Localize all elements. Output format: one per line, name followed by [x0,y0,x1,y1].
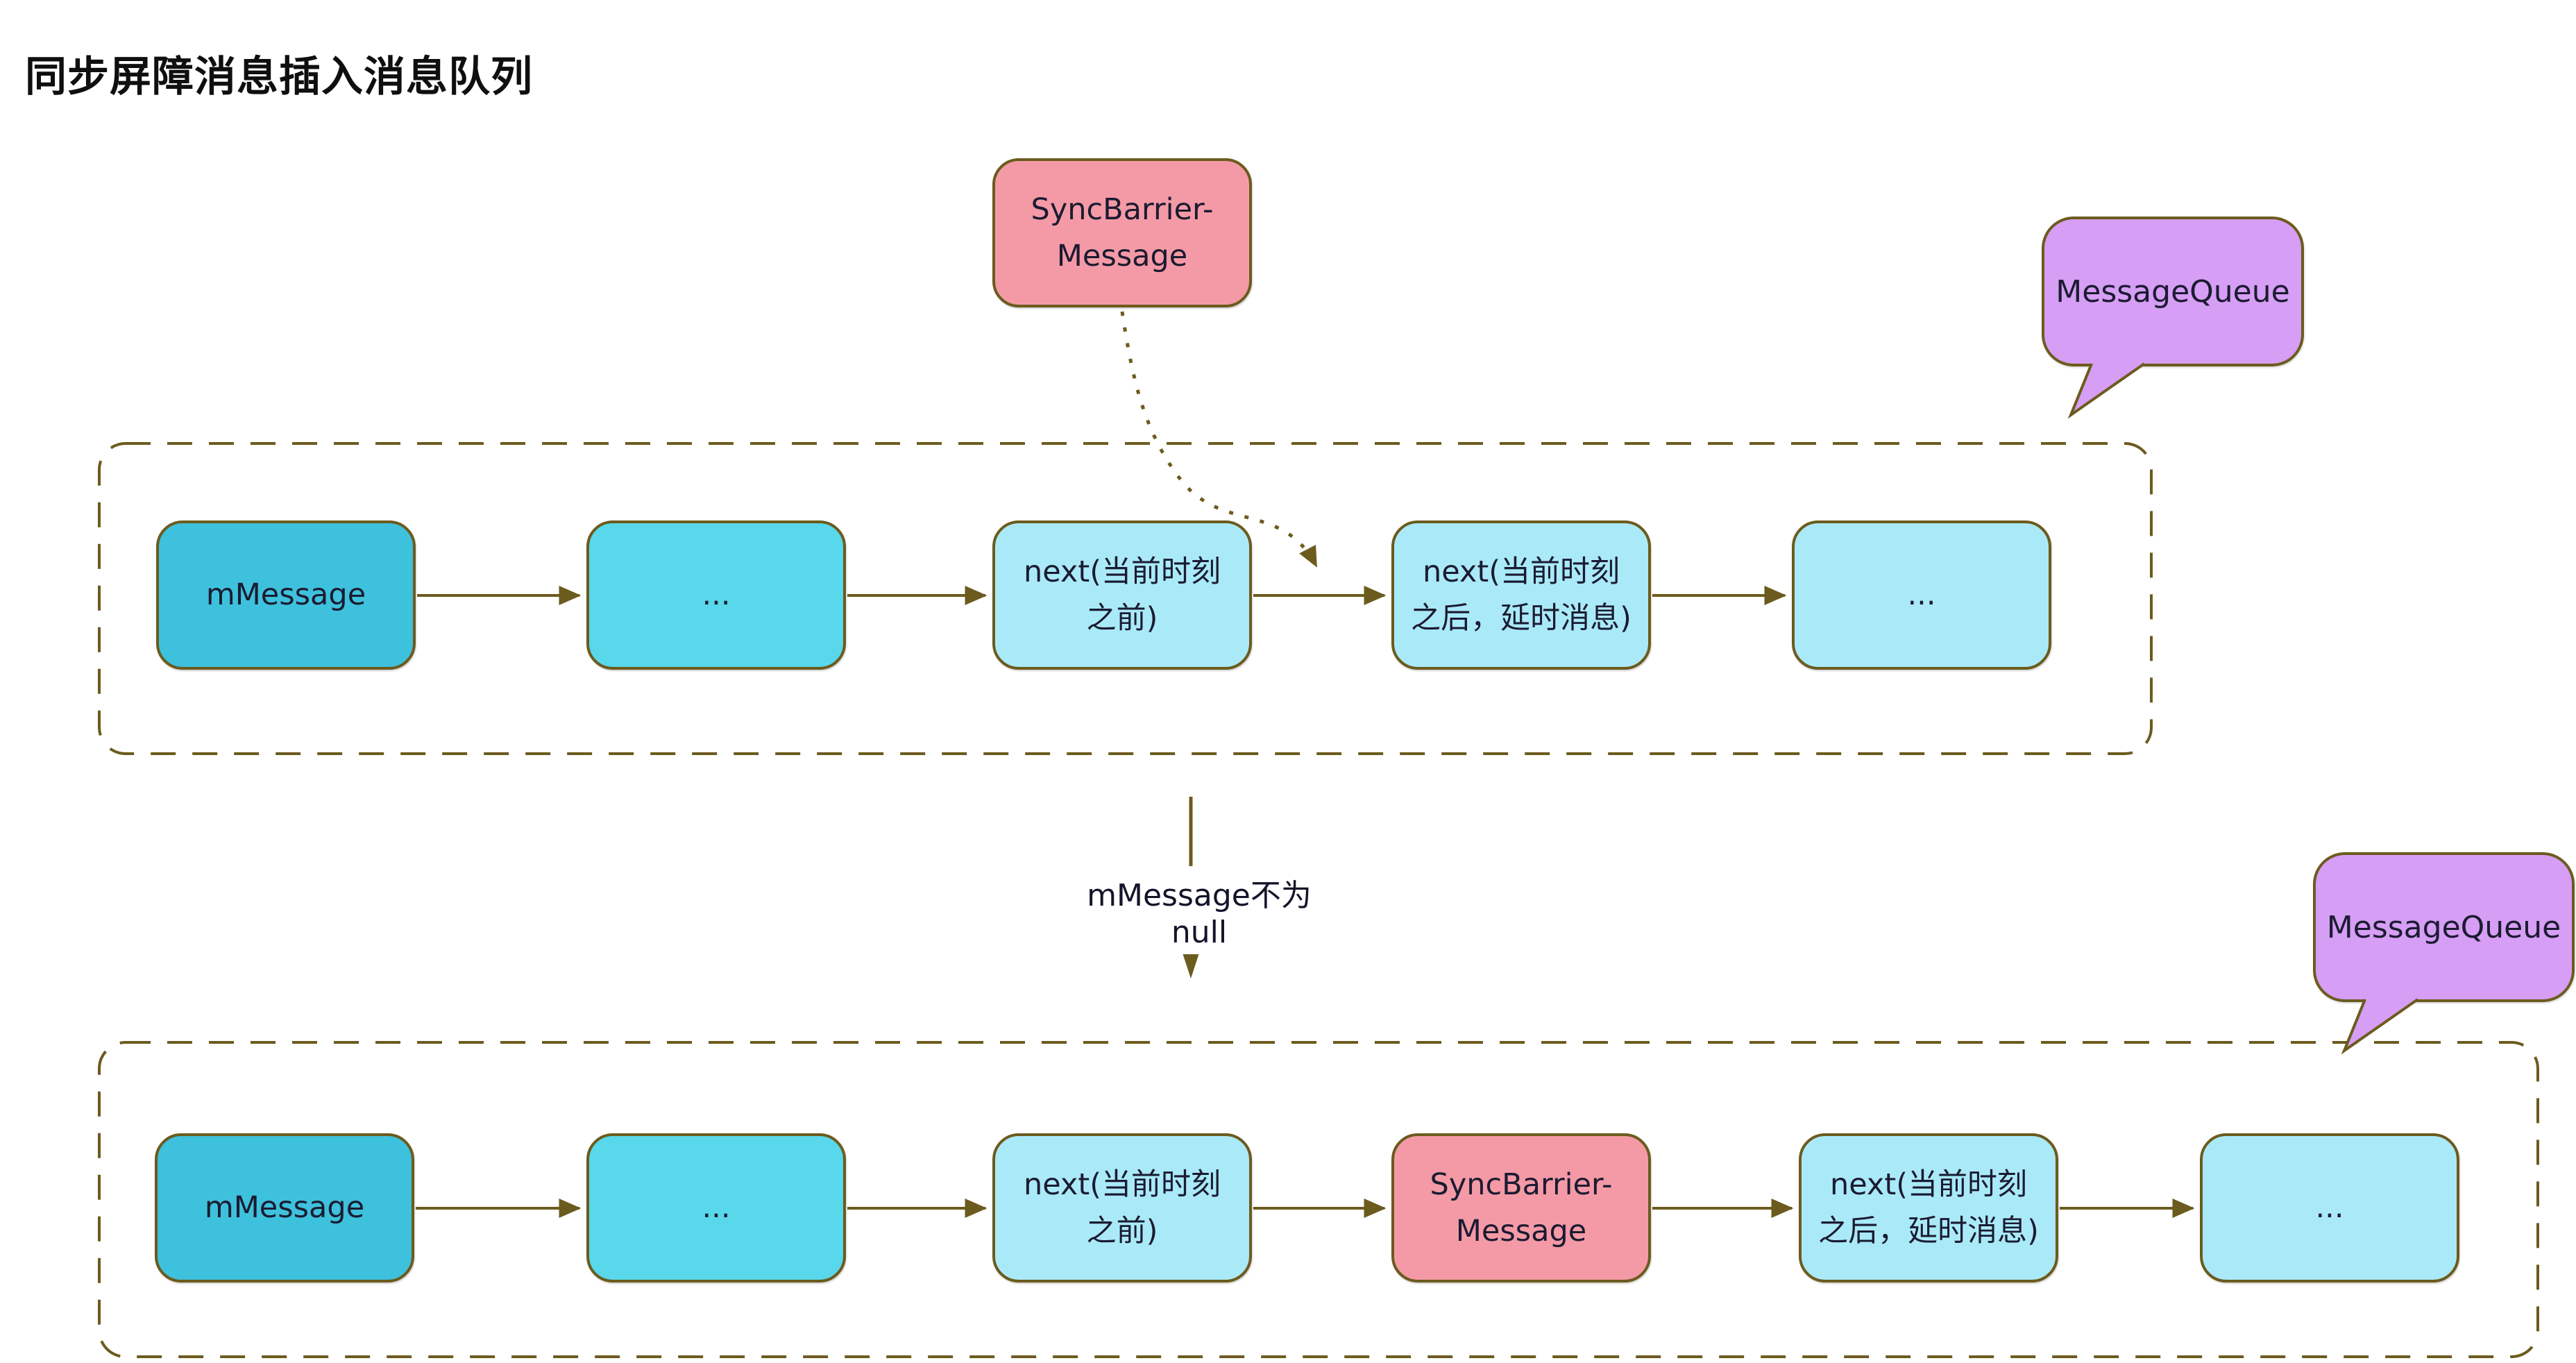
node-mmessage-bottom: mMessage [155,1133,414,1282]
page-title: 同步屏障消息插入消息队列 [25,53,533,101]
node-ellipsis-top-2: ... [1792,520,2051,670]
node-next-after-bottom: next(当前时刻之后，延时消息) [1799,1133,2058,1282]
queue-container-bottom [98,1041,2539,1358]
dotted-insert-arrow [1120,311,1319,568]
node-syncbarrier-inserted: SyncBarrier-Message [1391,1133,1651,1282]
bubble-messagequeue-top: MessageQueue [2042,217,2304,366]
node-next-before-bottom: next(当前时刻之前) [992,1133,1252,1282]
node-ellipsis-bottom-1: ... [586,1133,846,1282]
node-next-before-top: next(当前时刻之前) [992,520,1252,670]
bubble-messagequeue-bottom: MessageQueue [2313,852,2575,1002]
node-ellipsis-top-1: ... [586,520,846,670]
node-next-after-top: next(当前时刻之后，延时消息) [1391,520,1651,670]
transition-label: mMessage不为null [1060,866,1338,954]
node-ellipsis-bottom-2: ... [2200,1133,2459,1282]
bubble-tail-top [2067,362,2146,419]
bubble-tail-bottom [2341,998,2419,1055]
node-mmessage-top: mMessage [156,520,416,670]
node-syncbarrier-incoming: SyncBarrier-Message [992,158,1252,307]
queue-container-top [98,442,2153,755]
